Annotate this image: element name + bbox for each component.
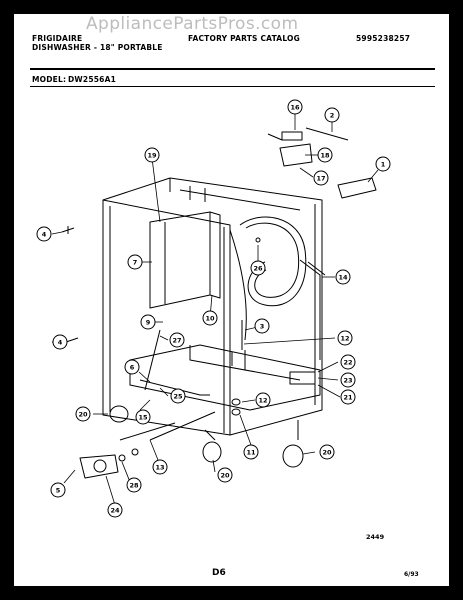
callout-15: 15 <box>135 409 151 425</box>
callout-17: 17 <box>313 170 329 186</box>
callout-10: 10 <box>202 310 218 326</box>
svg-text:20: 20 <box>220 472 230 480</box>
callout-12-lower: 12 <box>255 392 271 408</box>
svg-text:10: 10 <box>205 315 215 323</box>
leader-lines <box>51 112 379 506</box>
callout-23: 23 <box>340 372 356 388</box>
callout-11: 11 <box>243 444 259 460</box>
catalog-title: FACTORY PARTS CATALOG <box>188 34 300 43</box>
callout-19: 19 <box>144 147 160 163</box>
callout-13: 13 <box>152 459 168 475</box>
svg-text:2: 2 <box>330 112 335 120</box>
callout-5: 5 <box>50 482 66 498</box>
callout-25: 25 <box>170 388 186 404</box>
svg-text:4: 4 <box>58 339 63 347</box>
svg-text:14: 14 <box>338 274 348 282</box>
svg-text:28: 28 <box>129 482 139 490</box>
svg-text:15: 15 <box>138 414 148 422</box>
svg-text:7: 7 <box>133 259 138 267</box>
catalog-number: 5995238257 <box>356 34 411 43</box>
svg-text:22: 22 <box>343 359 352 367</box>
parts-sheet <box>14 14 449 586</box>
callout-16: 16 <box>287 99 303 115</box>
watermark-text: AppliancePartsPros.com <box>86 14 299 34</box>
callout-20-center: 20 <box>217 467 233 483</box>
brand-label: FRIGIDAIRE <box>32 34 83 43</box>
product-label: DISHWASHER - 18" PORTABLE <box>32 43 163 52</box>
header-rule <box>30 68 435 70</box>
drain-hose <box>229 216 326 360</box>
svg-text:4: 4 <box>42 231 47 239</box>
inlet-valve <box>79 448 139 479</box>
drawing-number: 2449 <box>366 533 385 541</box>
callout-12-upper: 12 <box>337 330 353 346</box>
svg-text:11: 11 <box>246 449 256 457</box>
svg-text:12: 12 <box>258 397 267 405</box>
svg-text:5: 5 <box>56 487 61 495</box>
callout-1: 1 <box>375 156 391 172</box>
callout-2: 2 <box>324 107 340 123</box>
svg-text:16: 16 <box>290 104 300 112</box>
callout-4-upper: 4 <box>36 226 52 242</box>
svg-text:1: 1 <box>381 161 386 169</box>
svg-text:20: 20 <box>322 449 332 457</box>
callout-26: 26 <box>250 260 266 276</box>
callout-4-lower: 4 <box>52 334 68 350</box>
screws <box>61 226 261 416</box>
svg-text:12: 12 <box>340 335 349 343</box>
base-assembly <box>119 329 321 441</box>
svg-text:19: 19 <box>147 152 157 160</box>
svg-text:21: 21 <box>343 394 353 402</box>
model-value: DW2556A1 <box>68 75 116 84</box>
revision-date: 6/93 <box>404 571 419 578</box>
svg-text:24: 24 <box>110 507 120 515</box>
model-rule <box>30 86 435 87</box>
svg-text:9: 9 <box>146 319 151 327</box>
callout-28: 28 <box>126 477 142 493</box>
casters <box>109 405 304 468</box>
svg-text:3: 3 <box>260 323 265 331</box>
top-components <box>267 127 377 199</box>
svg-text:6: 6 <box>130 364 135 372</box>
cabinet-frame <box>102 177 323 436</box>
model-label: MODEL: <box>32 75 67 84</box>
svg-text:23: 23 <box>343 377 352 385</box>
callout-6: 6 <box>124 359 140 375</box>
svg-text:26: 26 <box>253 265 263 273</box>
callout-27: 27 <box>169 332 185 348</box>
callout-21: 21 <box>340 389 356 405</box>
duct-panel <box>149 211 221 309</box>
callout-18: 18 <box>317 147 333 163</box>
svg-text:27: 27 <box>172 337 181 345</box>
page-number: D6 <box>212 568 226 578</box>
callout-20-left: 20 <box>75 406 91 422</box>
callout-22: 22 <box>340 354 356 370</box>
callout-24: 24 <box>107 502 123 518</box>
callout-20-right: 20 <box>319 444 335 460</box>
callout-3: 3 <box>254 318 270 334</box>
callout-14: 14 <box>335 269 351 285</box>
svg-text:20: 20 <box>78 411 88 419</box>
svg-text:17: 17 <box>316 175 325 183</box>
callout-7: 7 <box>127 254 143 270</box>
svg-text:13: 13 <box>155 464 164 472</box>
svg-text:25: 25 <box>173 393 183 401</box>
callout-9: 9 <box>140 314 156 330</box>
svg-text:18: 18 <box>320 152 330 160</box>
